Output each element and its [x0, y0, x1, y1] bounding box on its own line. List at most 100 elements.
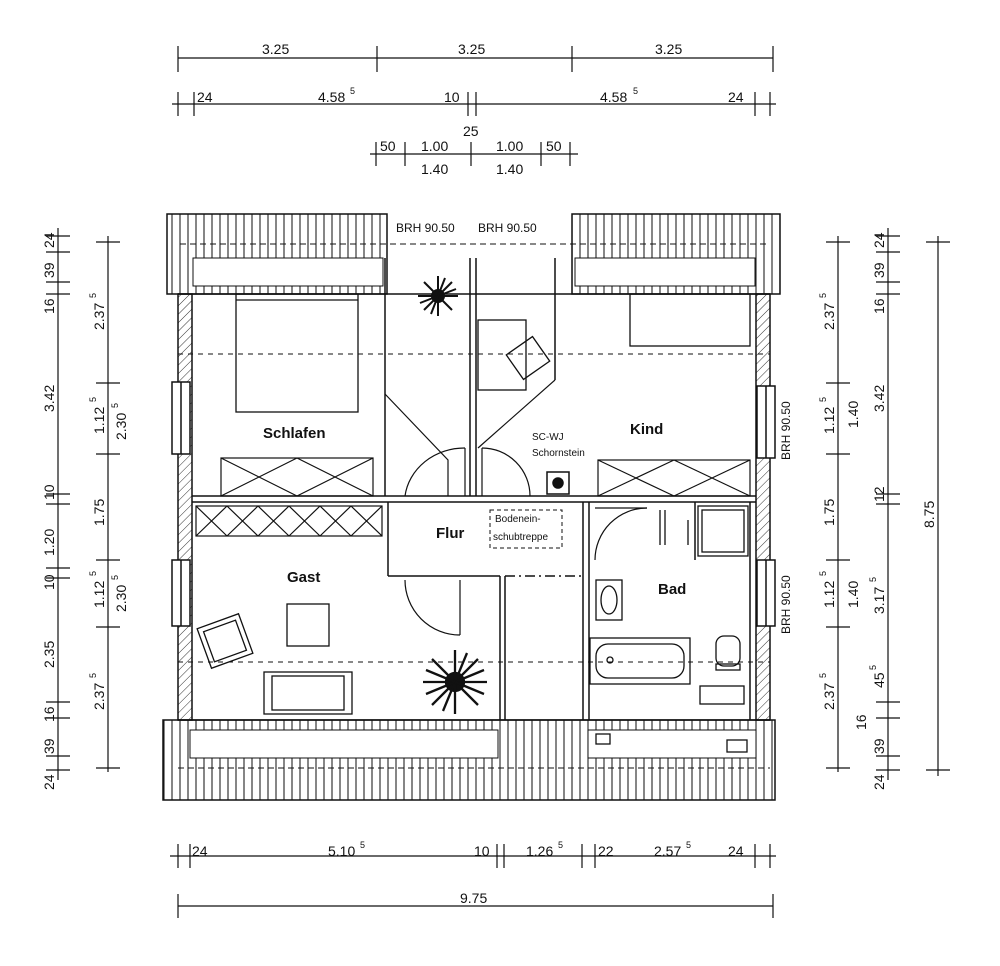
chimney-label-1: SC-WJ [532, 432, 564, 443]
dim-bottom-f: 2.57 [654, 843, 681, 859]
dim-top-row2-b-sup: 5 [350, 86, 355, 96]
dim-left-outer-labels: 24 39 16 3.42 10 1.20 10 2.35 16 39 24 [41, 232, 57, 790]
dim-top-row3-d: 50 [546, 138, 562, 154]
dim-right-outer-i: 24 [871, 774, 887, 790]
dim-left-inner-c: 2.30 [113, 413, 129, 440]
dim-right-inner-b-sup: 5 [818, 397, 828, 402]
dim-right-inner-a: 2.37 [821, 303, 837, 330]
room-label-kind: Kind [630, 421, 663, 438]
dim-bottom-d-sup: 5 [558, 840, 563, 850]
dim-right-inner-f: 1.40 [845, 581, 861, 608]
dim-bottom-c: 10 [474, 843, 490, 859]
dim-top-row2-d-sup: 5 [633, 86, 638, 96]
dim-right-outer-g-sup: 5 [868, 665, 878, 670]
dim-left-8: 2.35 [41, 641, 57, 668]
dimension-lines-top [172, 46, 776, 166]
dim-bottom-total: 9.75 [460, 890, 487, 906]
dim-right-inner-a-sup: 5 [818, 293, 828, 298]
dim-right-inner-g: 2.37 [821, 683, 837, 710]
dim-left-7: 10 [41, 574, 57, 590]
dim-left-inner-d: 1.75 [91, 499, 107, 526]
dim-left-1: 24 [41, 232, 57, 248]
dim-bottom-d: 1.26 [526, 843, 553, 859]
dim-right-outer-g: 45 [871, 672, 887, 688]
dim-left-5: 10 [41, 484, 57, 500]
dimension-lines-right [826, 228, 950, 780]
dim-right-inner-g-sup: 5 [818, 673, 828, 678]
roof-slope-lines [178, 353, 770, 663]
dim-top-1: 3.25 [262, 41, 289, 57]
dim-right-outer-d: 3.42 [871, 385, 887, 412]
dim-right-outer-c: 16 [871, 298, 887, 314]
bath-fixtures [589, 505, 749, 753]
dim-top-row3-c: 1.00 [496, 138, 523, 154]
dim-left-inner-a: 2.37 [91, 303, 107, 330]
plant-icon-large [423, 650, 487, 714]
dormer-outline [384, 379, 556, 496]
dim-left-inner-f: 2.30 [113, 585, 129, 612]
dim-left-9: 16 [41, 706, 57, 722]
dim-right-outer-f-sup: 5 [868, 577, 878, 582]
dim-right-outer-f: 3.17 [871, 587, 887, 614]
dim-left-inner-e-sup: 5 [88, 571, 98, 576]
dim-left-inner-g: 2.37 [91, 683, 107, 710]
dim-right-outer-labels: 24 39 16 3.42 12 3.17 5 45 5 39 24 8.75 [868, 232, 937, 790]
brh-label-left: BRH 90.50 [396, 221, 455, 235]
dim-right-total: 8.75 [921, 501, 937, 528]
dim-left-inner-b: 1.12 [91, 407, 107, 434]
dim-top-row2-d: 4.58 [600, 89, 627, 105]
room-label-schlafen: Schlafen [263, 425, 326, 442]
room-label-flur: Flur [436, 525, 464, 542]
dim-right-outer-e: 12 [871, 486, 887, 502]
door-swings [404, 447, 648, 636]
dim-top-2: 3.25 [458, 41, 485, 57]
bed-schlafen [235, 293, 359, 413]
dim-right-outer-b: 39 [871, 262, 887, 278]
chimney-label-2: Schornstein [532, 448, 585, 459]
dim-bottom-g: 24 [728, 843, 744, 859]
dim-left-2: 39 [41, 262, 57, 278]
stair-label-2: schubtreppe [493, 532, 548, 543]
dim-left-inner-b-sup: 5 [88, 397, 98, 402]
dim-top-row2-a: 24 [197, 89, 213, 105]
dim-left-inner-a-sup: 5 [88, 293, 98, 298]
brh-label-bad: BRH 90.50 [779, 575, 793, 634]
dim-bottom-e: 22 [598, 843, 614, 859]
dim-top-mid: 25 [463, 123, 479, 139]
dim-right-inner-c: 1.40 [845, 401, 861, 428]
dim-left-inner-g-sup: 5 [88, 673, 98, 678]
dim-left-inner-f-sup: 5 [110, 575, 120, 580]
brh-label-kind: BRH 90.50 [779, 401, 793, 460]
dim-top-row3-a: 50 [380, 138, 396, 154]
dim-left-inner-e: 1.12 [91, 581, 107, 608]
room-label-gast: Gast [287, 569, 320, 586]
roof-tiles [162, 213, 781, 801]
wardrobe-kind [597, 459, 751, 497]
bed-kind [629, 293, 751, 347]
dim-top-row4-b: 1.40 [496, 161, 523, 177]
wall-windows [171, 381, 776, 627]
dim-top-row2-c: 10 [444, 89, 460, 105]
dim-left-6: 1.20 [41, 529, 57, 556]
dim-right-inner-d: 1.75 [821, 499, 837, 526]
brh-label-right: BRH 90.50 [478, 221, 537, 235]
dim-top-row2-b: 4.58 [318, 89, 345, 105]
dim-right-outer-h: 39 [871, 738, 887, 754]
attic-stair-hatch [489, 509, 563, 549]
dim-top-row2-e: 24 [728, 89, 744, 105]
dimension-lines-bottom [170, 844, 776, 918]
gast-furniture [196, 603, 353, 715]
dim-bottom-b-sup: 5 [360, 840, 365, 850]
dim-left-4: 3.42 [41, 385, 57, 412]
dim-top-row3-b: 1.00 [421, 138, 448, 154]
stair-label-1: Bodenein- [495, 514, 541, 525]
dim-bottom-f-sup: 5 [686, 840, 691, 850]
dim-left-10: 39 [41, 738, 57, 754]
dim-left-inner-c-sup: 5 [110, 403, 120, 408]
outer-walls [177, 293, 771, 721]
dim-right-inner-b: 1.12 [821, 407, 837, 434]
plant-icon [418, 276, 458, 316]
dim-bottom-a: 24 [192, 843, 208, 859]
desk-and-chair [477, 319, 551, 391]
chimney-icon [546, 471, 570, 495]
